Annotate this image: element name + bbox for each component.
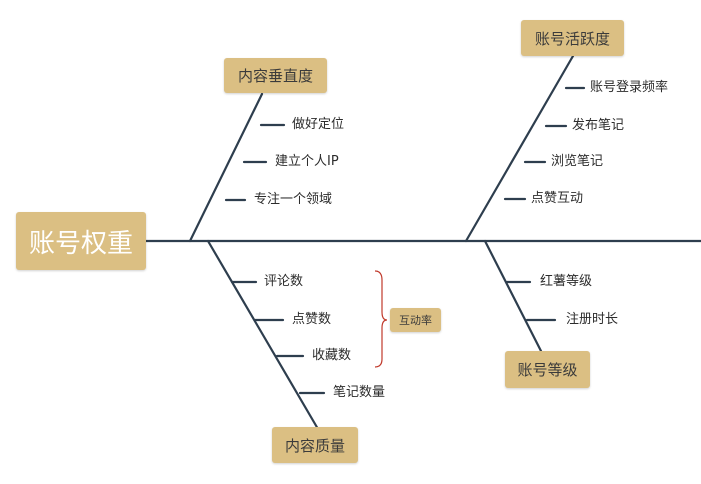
leaf-publish-notes: 发布笔记 [572,118,625,133]
leaf-positioning: 做好定位 [292,117,345,132]
leaf-personal-ip: 建立个人IP [275,154,339,169]
leaf-registration-time: 注册时长 [566,312,619,327]
leaf-login-frequency: 账号登录频率 [590,80,669,95]
bone-content-quality [206,239,320,431]
category-account-activity: 账号活跃度 [521,20,624,56]
category-content-verticality: 内容垂直度 [224,58,327,93]
main-topic-box: 账号权重 [16,212,146,270]
leaf-likes: 点赞数 [292,312,332,327]
interaction-rate-tag: 互动率 [390,308,441,332]
leaf-comments: 评论数 [264,274,304,289]
leaf-note-count: 笔记数量 [333,385,386,400]
main-topic-label: 账号权重 [28,228,133,259]
bone-account-activity [464,54,575,243]
interaction-bracket [374,270,388,368]
category-content-quality: 内容质量 [272,427,358,463]
bone-content-verticality [188,92,264,243]
leaf-redbook-level: 红薯等级 [540,274,593,289]
leaf-browse-notes: 浏览笔记 [551,154,604,169]
leaf-focus-field: 专注一个领域 [254,192,333,207]
bone-account-level [483,239,543,353]
category-account-level: 账号等级 [505,351,590,388]
leaf-like-interaction: 点赞互动 [531,191,584,206]
leaf-favorites: 收藏数 [312,348,352,363]
